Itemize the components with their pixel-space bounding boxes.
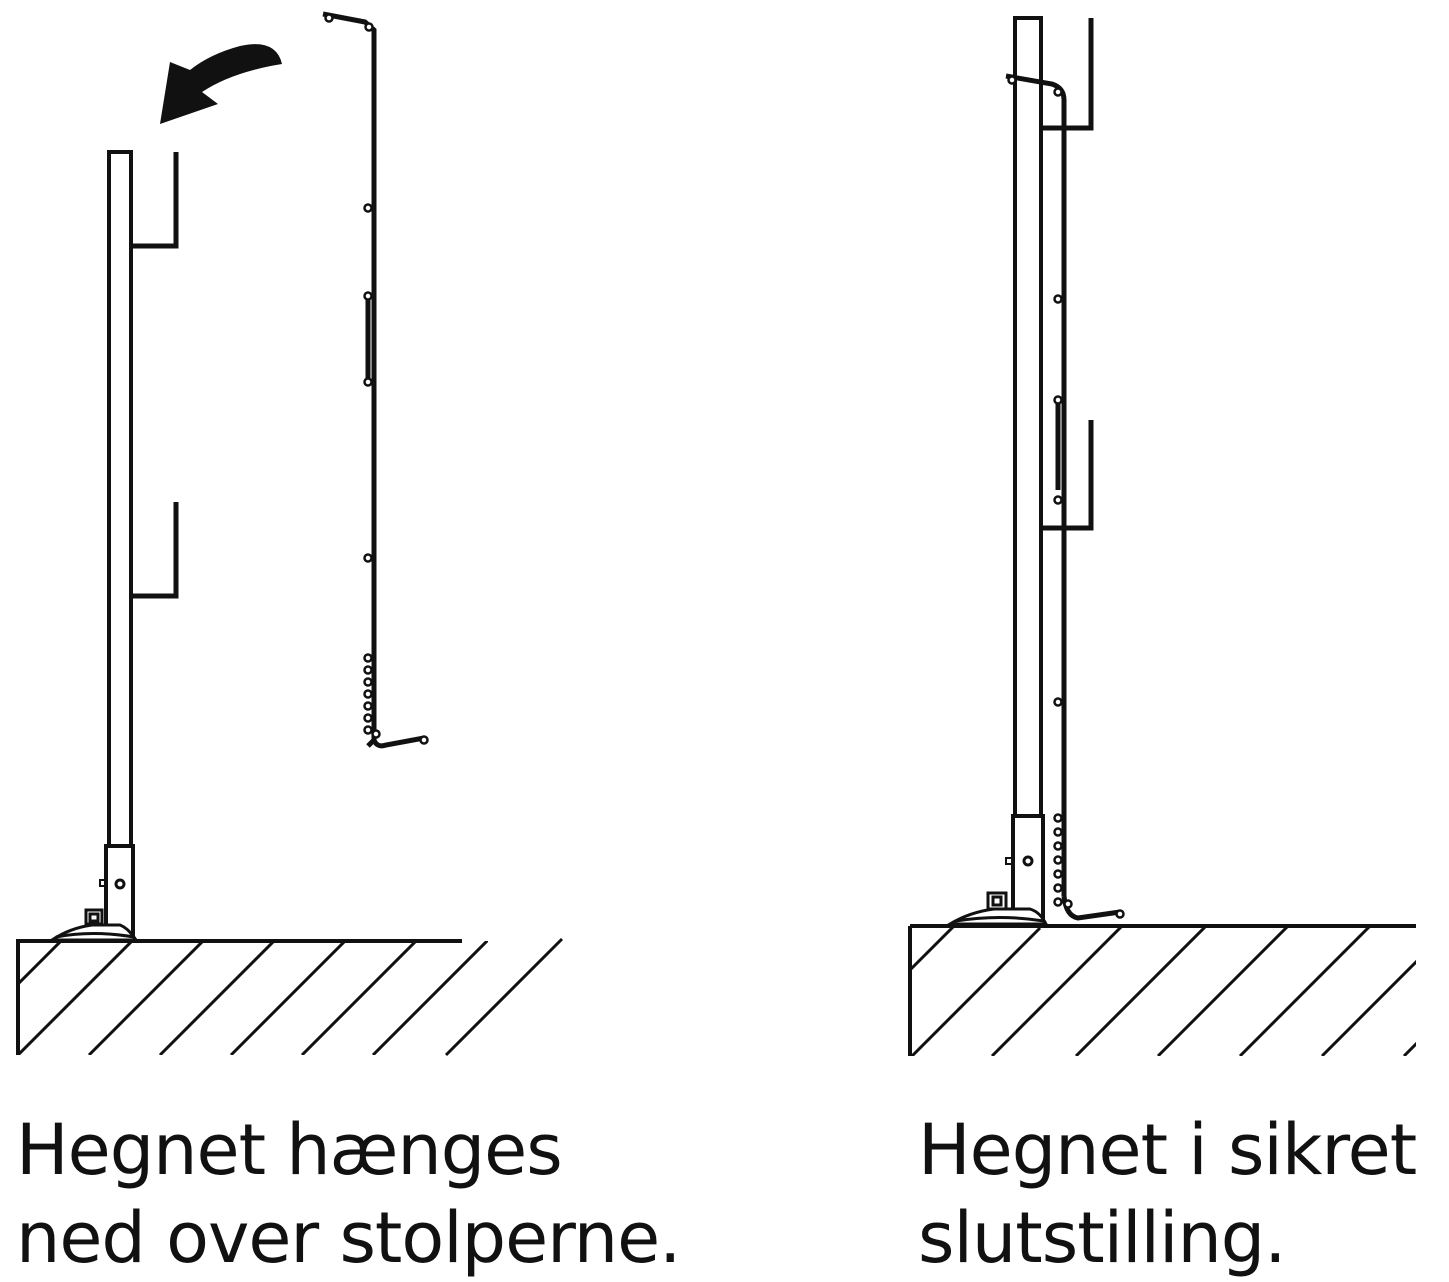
- fence-brackets-left: [131, 152, 179, 599]
- fence-panel-left: [322, 11, 429, 749]
- step-2-caption-line-2: slutstilling.: [918, 1197, 1287, 1279]
- curved-arrow-icon: [160, 44, 282, 124]
- fence-panel-right: [1005, 73, 1125, 921]
- step-1-caption: Hegnet hænges ned over stolperne.: [16, 1106, 681, 1282]
- ground-left: [16, 937, 564, 1057]
- step-2-illustration: [908, 16, 1416, 1056]
- ground-right: [908, 924, 1416, 1056]
- step-1-caption-line-2: ned over stolperne.: [16, 1197, 681, 1279]
- post-base-left: [47, 908, 139, 942]
- step-2-caption-line-1: Hegnet i sikret: [918, 1109, 1417, 1191]
- post-base-right: [944, 891, 1049, 926]
- fence-post-right: [1005, 16, 1045, 922]
- step-1-illustration: [16, 11, 564, 1057]
- step-1-caption-line-1: Hegnet hænges: [16, 1109, 563, 1191]
- fence-post-left: [99, 150, 135, 936]
- step-2-caption: Hegnet i sikret slutstilling.: [918, 1106, 1417, 1282]
- fence-brackets-right: [1041, 18, 1094, 531]
